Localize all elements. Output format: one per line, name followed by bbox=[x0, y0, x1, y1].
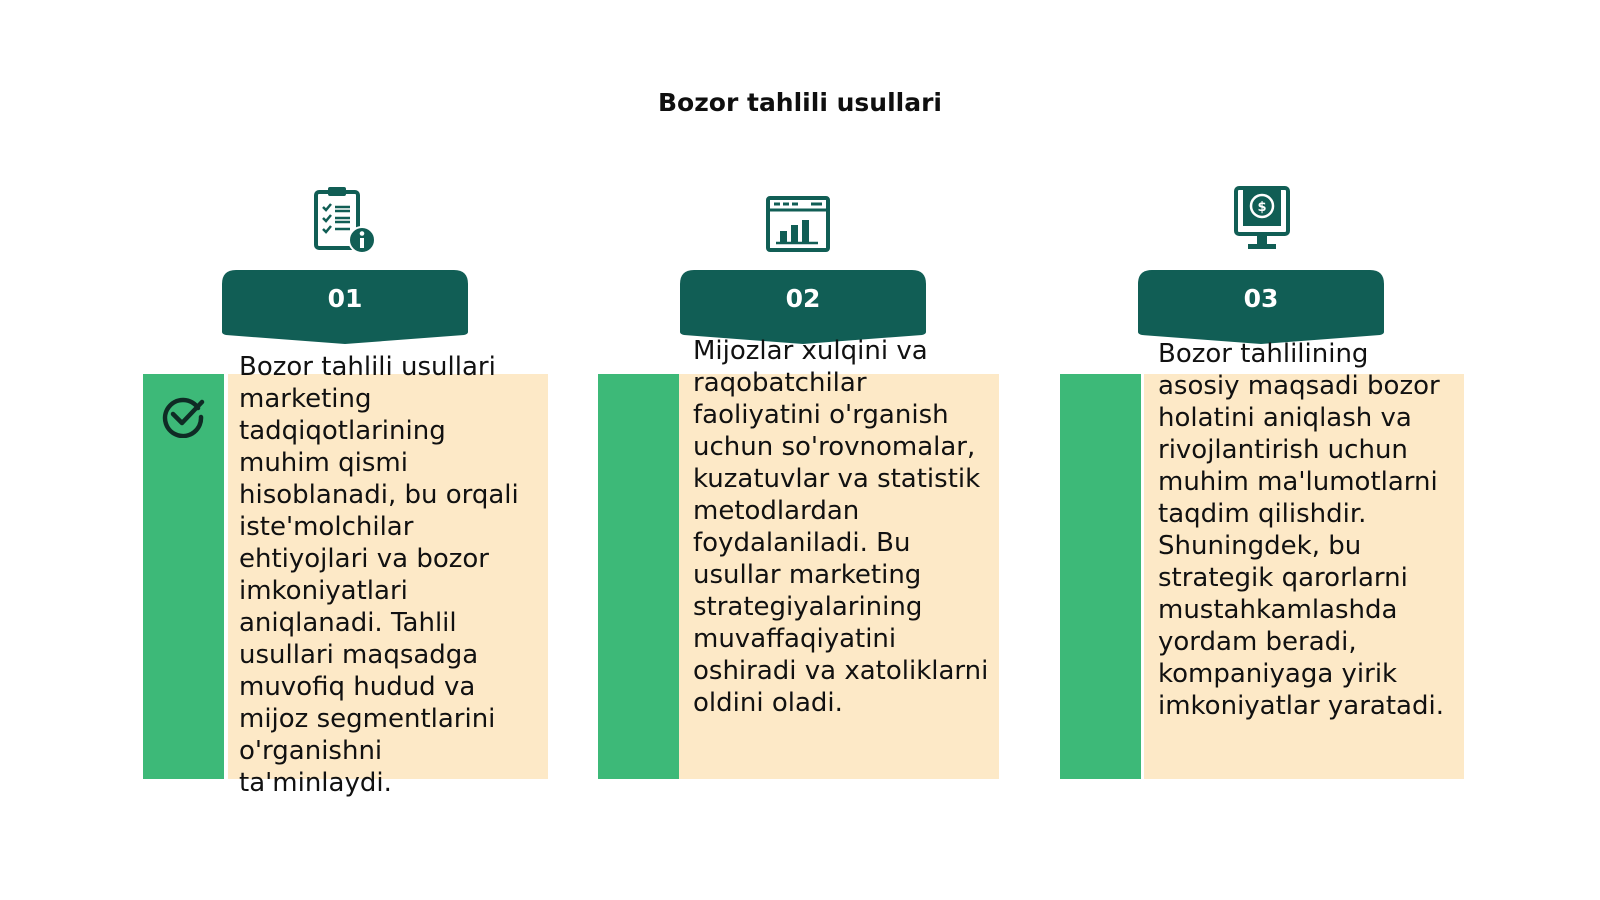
text-panel bbox=[228, 374, 548, 779]
green-accent-bar bbox=[598, 374, 679, 779]
dollar-monitor-icon: $ bbox=[1230, 186, 1294, 254]
step-card-2: 02 Mijozlar xulqini va raqobatchilar fao… bbox=[0, 0, 999, 900]
page-title: Bozor tahlili usullari bbox=[658, 88, 942, 117]
step-card-3: $ 03 Bozor tahlilining asosiy maqsadi bo… bbox=[0, 0, 1464, 900]
step-number: 02 bbox=[785, 284, 821, 313]
text-panel bbox=[679, 374, 999, 779]
step-card-1: 01 Bozor tahlili usullari marketing tadq… bbox=[0, 0, 548, 900]
step-number-badge: 01 bbox=[222, 270, 468, 344]
clipboard-info-icon bbox=[312, 186, 376, 254]
step-description: Bozor tahlilining asosiy maqsadi bozor h… bbox=[1158, 339, 1444, 721]
green-accent-bar bbox=[143, 374, 224, 779]
step-number: 03 bbox=[1243, 284, 1279, 313]
green-accent-bar bbox=[1060, 374, 1141, 779]
step-number-badge: 03 bbox=[1138, 270, 1384, 344]
step-description: Mijozlar xulqini va raqobatchilar faoliy… bbox=[693, 336, 989, 718]
svg-text:$: $ bbox=[1257, 200, 1266, 215]
step-description: Bozor tahlili usullari marketing tadqiqo… bbox=[239, 352, 519, 798]
check-circle-icon bbox=[160, 392, 206, 439]
text-panel bbox=[1144, 374, 1464, 779]
step-number-badge: 02 bbox=[680, 270, 926, 344]
step-number: 01 bbox=[327, 284, 363, 313]
chart-window-icon bbox=[766, 186, 830, 254]
